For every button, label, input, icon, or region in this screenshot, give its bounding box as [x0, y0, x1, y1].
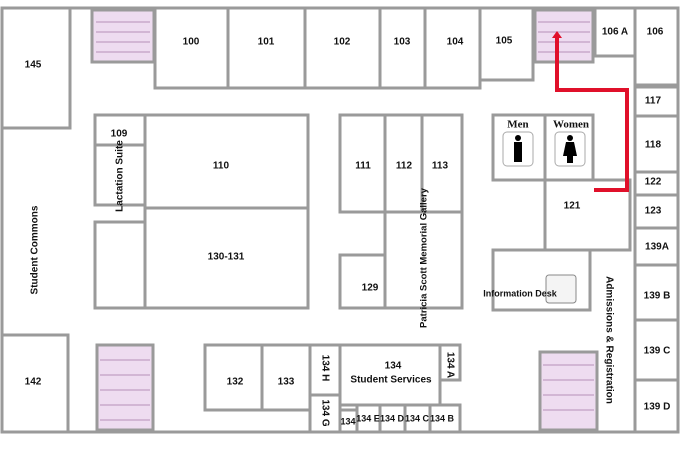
room-134d[interactable] [378, 403, 407, 434]
label-patricia-scott-gallery: Patricia Scott Memorial Gallery [419, 187, 430, 328]
label-121: 121 [564, 201, 581, 212]
label-106: 106 [647, 27, 664, 38]
room-139d[interactable] [633, 378, 680, 434]
room-104[interactable] [423, 6, 482, 90]
room-133[interactable] [260, 343, 312, 412]
label-113: 113 [432, 161, 449, 172]
room-113[interactable] [420, 113, 464, 214]
room-130-131[interactable] [143, 206, 310, 310]
label-student-commons: Student Commons [30, 205, 41, 294]
label-134h: 134 H [319, 355, 330, 382]
room-123[interactable] [633, 193, 680, 230]
stairwell-nw [90, 8, 156, 64]
room-134h[interactable] [308, 343, 342, 397]
label-117: 117 [645, 96, 662, 107]
label-134g: 134 G [319, 399, 330, 426]
label-lactation-suite: Lactation Suite [115, 140, 126, 212]
label-106a: 106 A [602, 27, 628, 38]
women-icon [554, 131, 586, 167]
label-139a: 139A [645, 242, 669, 253]
room-118[interactable] [633, 114, 680, 174]
elevator-icon [545, 274, 577, 304]
label-103: 103 [394, 37, 411, 48]
lactation-suite[interactable] [93, 143, 147, 207]
route-arrow-icon [552, 31, 562, 38]
stair-treads [96, 21, 594, 421]
label-134a: 134 A [444, 352, 455, 378]
room-145[interactable] [0, 6, 72, 130]
label-139d: 139 D [644, 402, 671, 413]
stairwell-sw [95, 343, 155, 432]
label-men: Men [507, 119, 528, 131]
room-142[interactable] [0, 333, 70, 434]
label-104: 104 [447, 37, 464, 48]
label-student-services: Student Services [350, 375, 432, 386]
room-129[interactable] [338, 253, 387, 310]
label-122: 122 [645, 177, 662, 188]
label-145: 145 [25, 60, 42, 71]
label-101: 101 [258, 37, 275, 48]
room-101[interactable] [226, 6, 307, 90]
room-139c[interactable] [633, 318, 680, 382]
label-111: 111 [355, 161, 371, 172]
label-information-desk: Information Desk [483, 288, 558, 298]
men-icon [502, 131, 534, 167]
room-102[interactable] [303, 6, 382, 90]
room-105[interactable] [478, 6, 535, 82]
label-130-131: 130-131 [208, 252, 245, 263]
room-100[interactable] [153, 6, 230, 90]
label-133: 133 [278, 377, 295, 388]
label-105: 105 [496, 36, 513, 47]
label-134e: 134 E [356, 413, 380, 423]
label-112: 112 [396, 161, 413, 172]
room-134b[interactable] [428, 403, 462, 434]
label-129: 129 [362, 283, 379, 294]
room-139b[interactable] [633, 263, 680, 322]
label-110: 110 [213, 161, 230, 172]
room-134a[interactable] [438, 343, 462, 382]
label-100: 100 [183, 37, 200, 48]
room-134-student-services[interactable] [338, 343, 442, 407]
label-women: Women [553, 119, 589, 131]
label-134b: 134 B [430, 413, 455, 423]
stairwell-se [538, 350, 599, 432]
room-109[interactable] [93, 113, 147, 147]
label-134-small: 134 [340, 416, 355, 426]
room-106[interactable] [633, 6, 680, 87]
label-118: 118 [645, 140, 662, 151]
room-unlabeled-west [93, 220, 147, 310]
label-142: 142 [25, 377, 42, 388]
route-path [555, 38, 629, 192]
label-134c: 134 C [405, 413, 430, 423]
room-111[interactable] [338, 113, 387, 214]
label-admissions-registration: Admissions & Registration [603, 276, 614, 404]
room-110[interactable] [143, 113, 310, 210]
room-103[interactable] [378, 6, 427, 90]
label-139b: 139 B [644, 291, 671, 302]
label-109: 109 [111, 129, 128, 140]
label-134d: 134 D [380, 413, 405, 423]
stairwell-ne [533, 8, 595, 64]
room-112[interactable] [383, 113, 424, 214]
label-123: 123 [645, 206, 662, 217]
label-139c: 139 C [644, 346, 671, 357]
label-132: 132 [227, 377, 244, 388]
label-134: 134 [385, 361, 402, 372]
label-102: 102 [334, 37, 351, 48]
